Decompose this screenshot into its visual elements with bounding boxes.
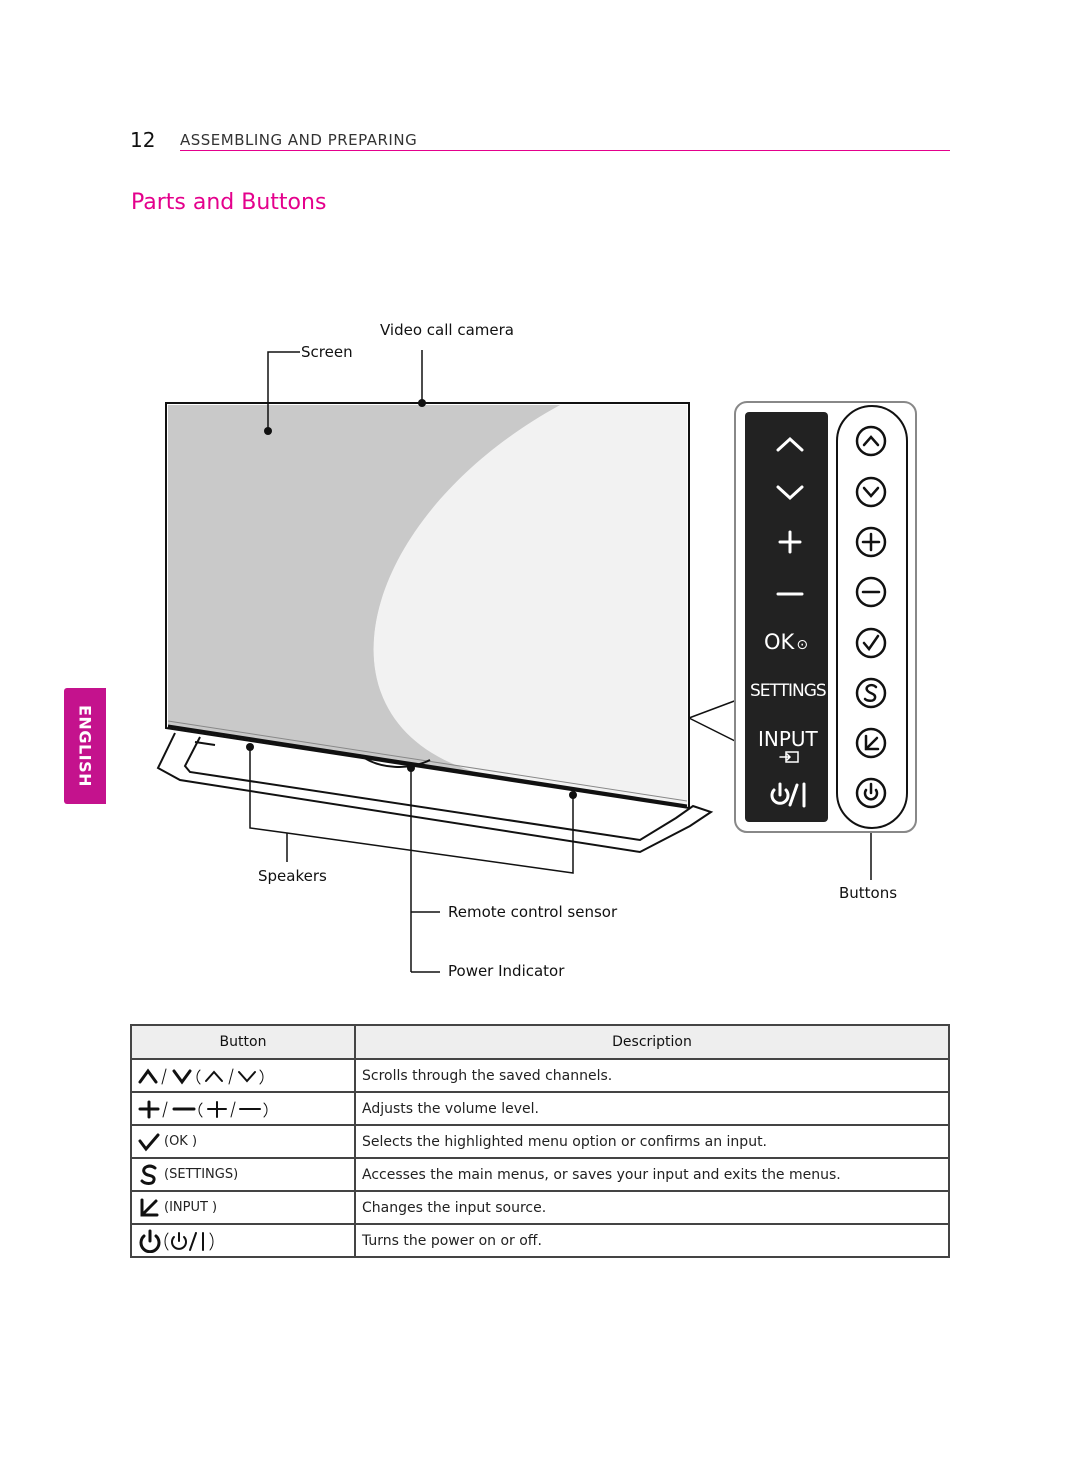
plus-minus-icon: [138, 1100, 268, 1118]
panel-input-label: INPUT: [758, 727, 818, 751]
table-row: Turns the power on or off.: [130, 1223, 950, 1258]
table-row: Adjusts the volume level.: [130, 1091, 950, 1126]
button-cell: (INPUT ): [130, 1190, 356, 1225]
label-buttons: Buttons: [839, 884, 898, 902]
settings-label: (SETTINGS): [164, 1167, 239, 1182]
input-label: (INPUT ): [164, 1200, 218, 1215]
tv-diagram: [156, 350, 917, 973]
language-tab: ENGLISH: [64, 688, 106, 804]
section-title: Parts and Buttons: [131, 190, 327, 215]
description-cell: Accesses the main menus, or saves your i…: [354, 1157, 950, 1192]
button-cell: (OK ): [130, 1124, 356, 1159]
description-cell: Changes the input source.: [354, 1190, 950, 1225]
page-header: 12 ASSEMBLING AND PREPARING: [130, 128, 950, 152]
button-cell: [130, 1091, 356, 1126]
power-icon: [139, 1229, 214, 1253]
button-cell: (SETTINGS): [130, 1157, 356, 1192]
tv-screen: [165, 402, 690, 810]
up-icon: [138, 1067, 264, 1085]
table-row: (INPUT ) Changes the input source.: [130, 1190, 950, 1225]
settings-s-icon: [140, 1164, 157, 1185]
label-power-indicator: Power Indicator: [448, 962, 565, 980]
panel-input-icon: [779, 751, 799, 763]
header-description: Description: [354, 1024, 950, 1060]
description-cell: Scrolls through the saved channels.: [354, 1058, 950, 1093]
buttons-table: Button Description Scrolls through the s…: [130, 1024, 950, 1258]
description-cell: Adjusts the volume level.: [354, 1091, 950, 1126]
ok-target-icon: ⊙: [796, 637, 809, 653]
input-arrow-icon: [140, 1198, 159, 1216]
panel-plus-icon: [778, 530, 802, 554]
label-remote-control-sensor: Remote control sensor: [448, 903, 618, 921]
table-header-row: Button Description: [130, 1024, 950, 1060]
description-cell: Selects the highlighted menu option or c…: [354, 1124, 950, 1159]
round-buttons: [855, 425, 887, 809]
ok-label: (OK ): [164, 1134, 198, 1149]
panel-settings-label: SETTINGS: [750, 681, 827, 701]
table-row: (SETTINGS) Accesses the main menus, or s…: [130, 1157, 950, 1192]
button-cell: [130, 1058, 356, 1093]
page-number: 12: [130, 128, 156, 152]
panel-up-icon: [776, 436, 804, 452]
header-button: Button: [130, 1024, 356, 1060]
header-rule: [180, 150, 950, 151]
button-panel: [734, 401, 917, 833]
ok-check-icon: [138, 1133, 160, 1151]
table-row: Scrolls through the saved channels.: [130, 1058, 950, 1093]
description-cell: Turns the power on or off.: [354, 1223, 950, 1258]
button-cell: [130, 1223, 356, 1258]
callout-lines: [249, 350, 872, 973]
panel-ok-text: OK: [764, 630, 795, 654]
label-speakers: Speakers: [258, 867, 327, 885]
table-row: (OK ) Selects the highlighted menu optio…: [130, 1124, 950, 1159]
panel-ok-label: OK⊙: [764, 630, 808, 654]
panel-down-icon: [776, 485, 804, 501]
callout-dots: [246, 399, 875, 830]
label-screen: Screen: [301, 343, 353, 361]
chapter-title: ASSEMBLING AND PREPARING: [180, 131, 418, 149]
label-video-call-camera: Video call camera: [380, 321, 514, 339]
panel-power-icon: [770, 782, 806, 808]
tv-stand: [156, 732, 714, 854]
panel-glyphs: [770, 436, 806, 808]
